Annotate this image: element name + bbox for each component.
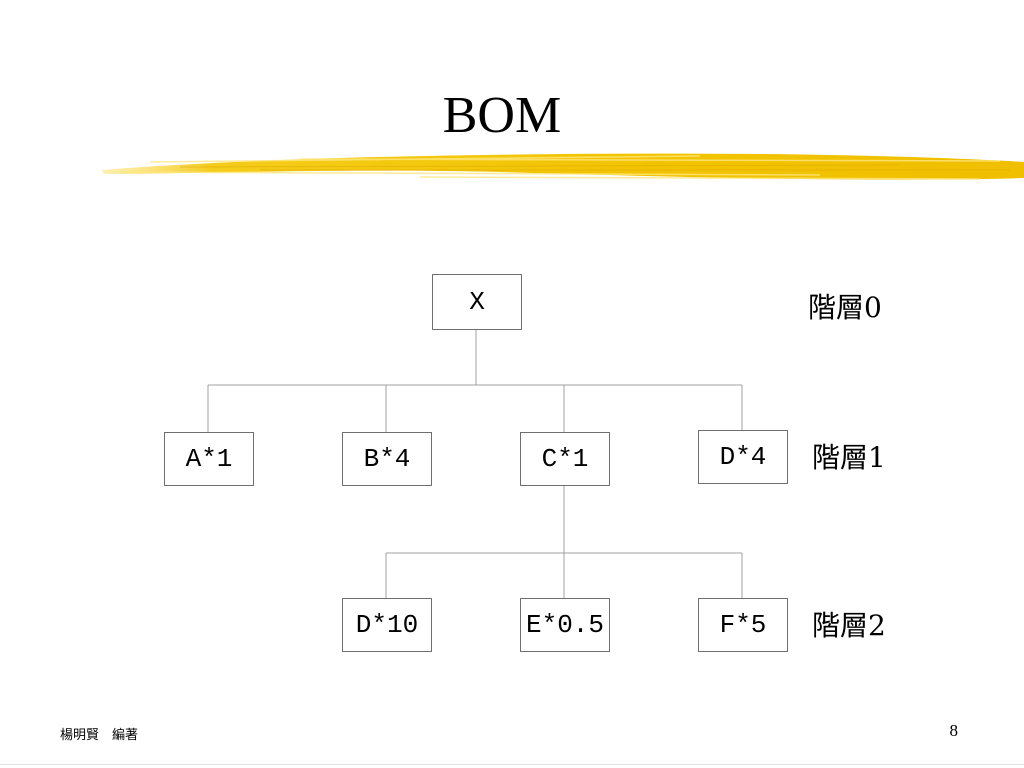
node-d: D*4	[698, 430, 788, 484]
slide-title: BOM	[442, 87, 562, 144]
bottom-divider	[0, 764, 1024, 765]
page-number: 8	[949, 721, 959, 740]
highlighter-stroke-decoration	[102, 153, 1024, 180]
node-d10: D*10	[342, 598, 432, 652]
level-0-label: 階層0	[808, 291, 882, 324]
node-a: A*1	[164, 432, 254, 486]
node-root-x: X	[432, 274, 522, 330]
node-b: B*4	[342, 432, 432, 486]
level-2-label: 階層2	[812, 609, 886, 642]
level-1-label: 階層1	[812, 441, 886, 474]
node-f: F*5	[698, 598, 788, 652]
node-c: C*1	[520, 432, 610, 486]
node-e: E*0.5	[520, 598, 610, 652]
footer-author: 楊明賢 編著	[60, 728, 139, 743]
